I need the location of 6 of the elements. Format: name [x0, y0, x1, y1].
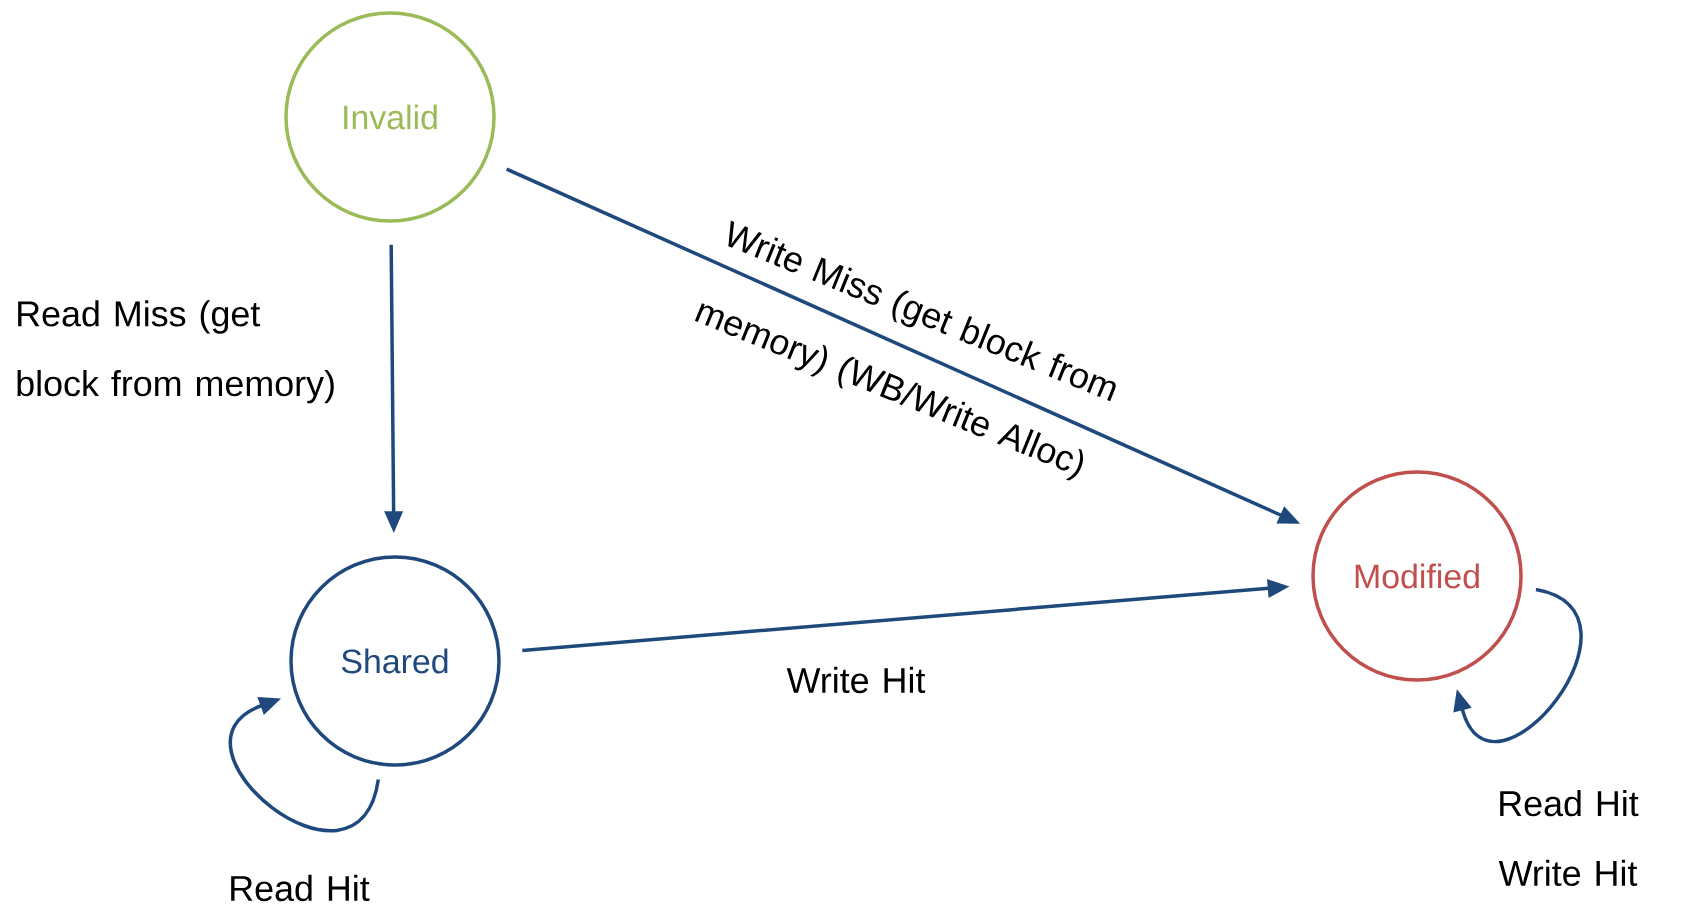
loop-arrow: [229, 697, 380, 833]
edge-label: Read Hit: [231, 874, 370, 902]
edge-label: Read Miss (get block from memory): [17, 300, 334, 404]
loop-arrow: [1453, 587, 1583, 743]
edge-label: Read Hit Write Hit: [1498, 790, 1639, 887]
edge-label: Write Hit: [786, 666, 926, 694]
